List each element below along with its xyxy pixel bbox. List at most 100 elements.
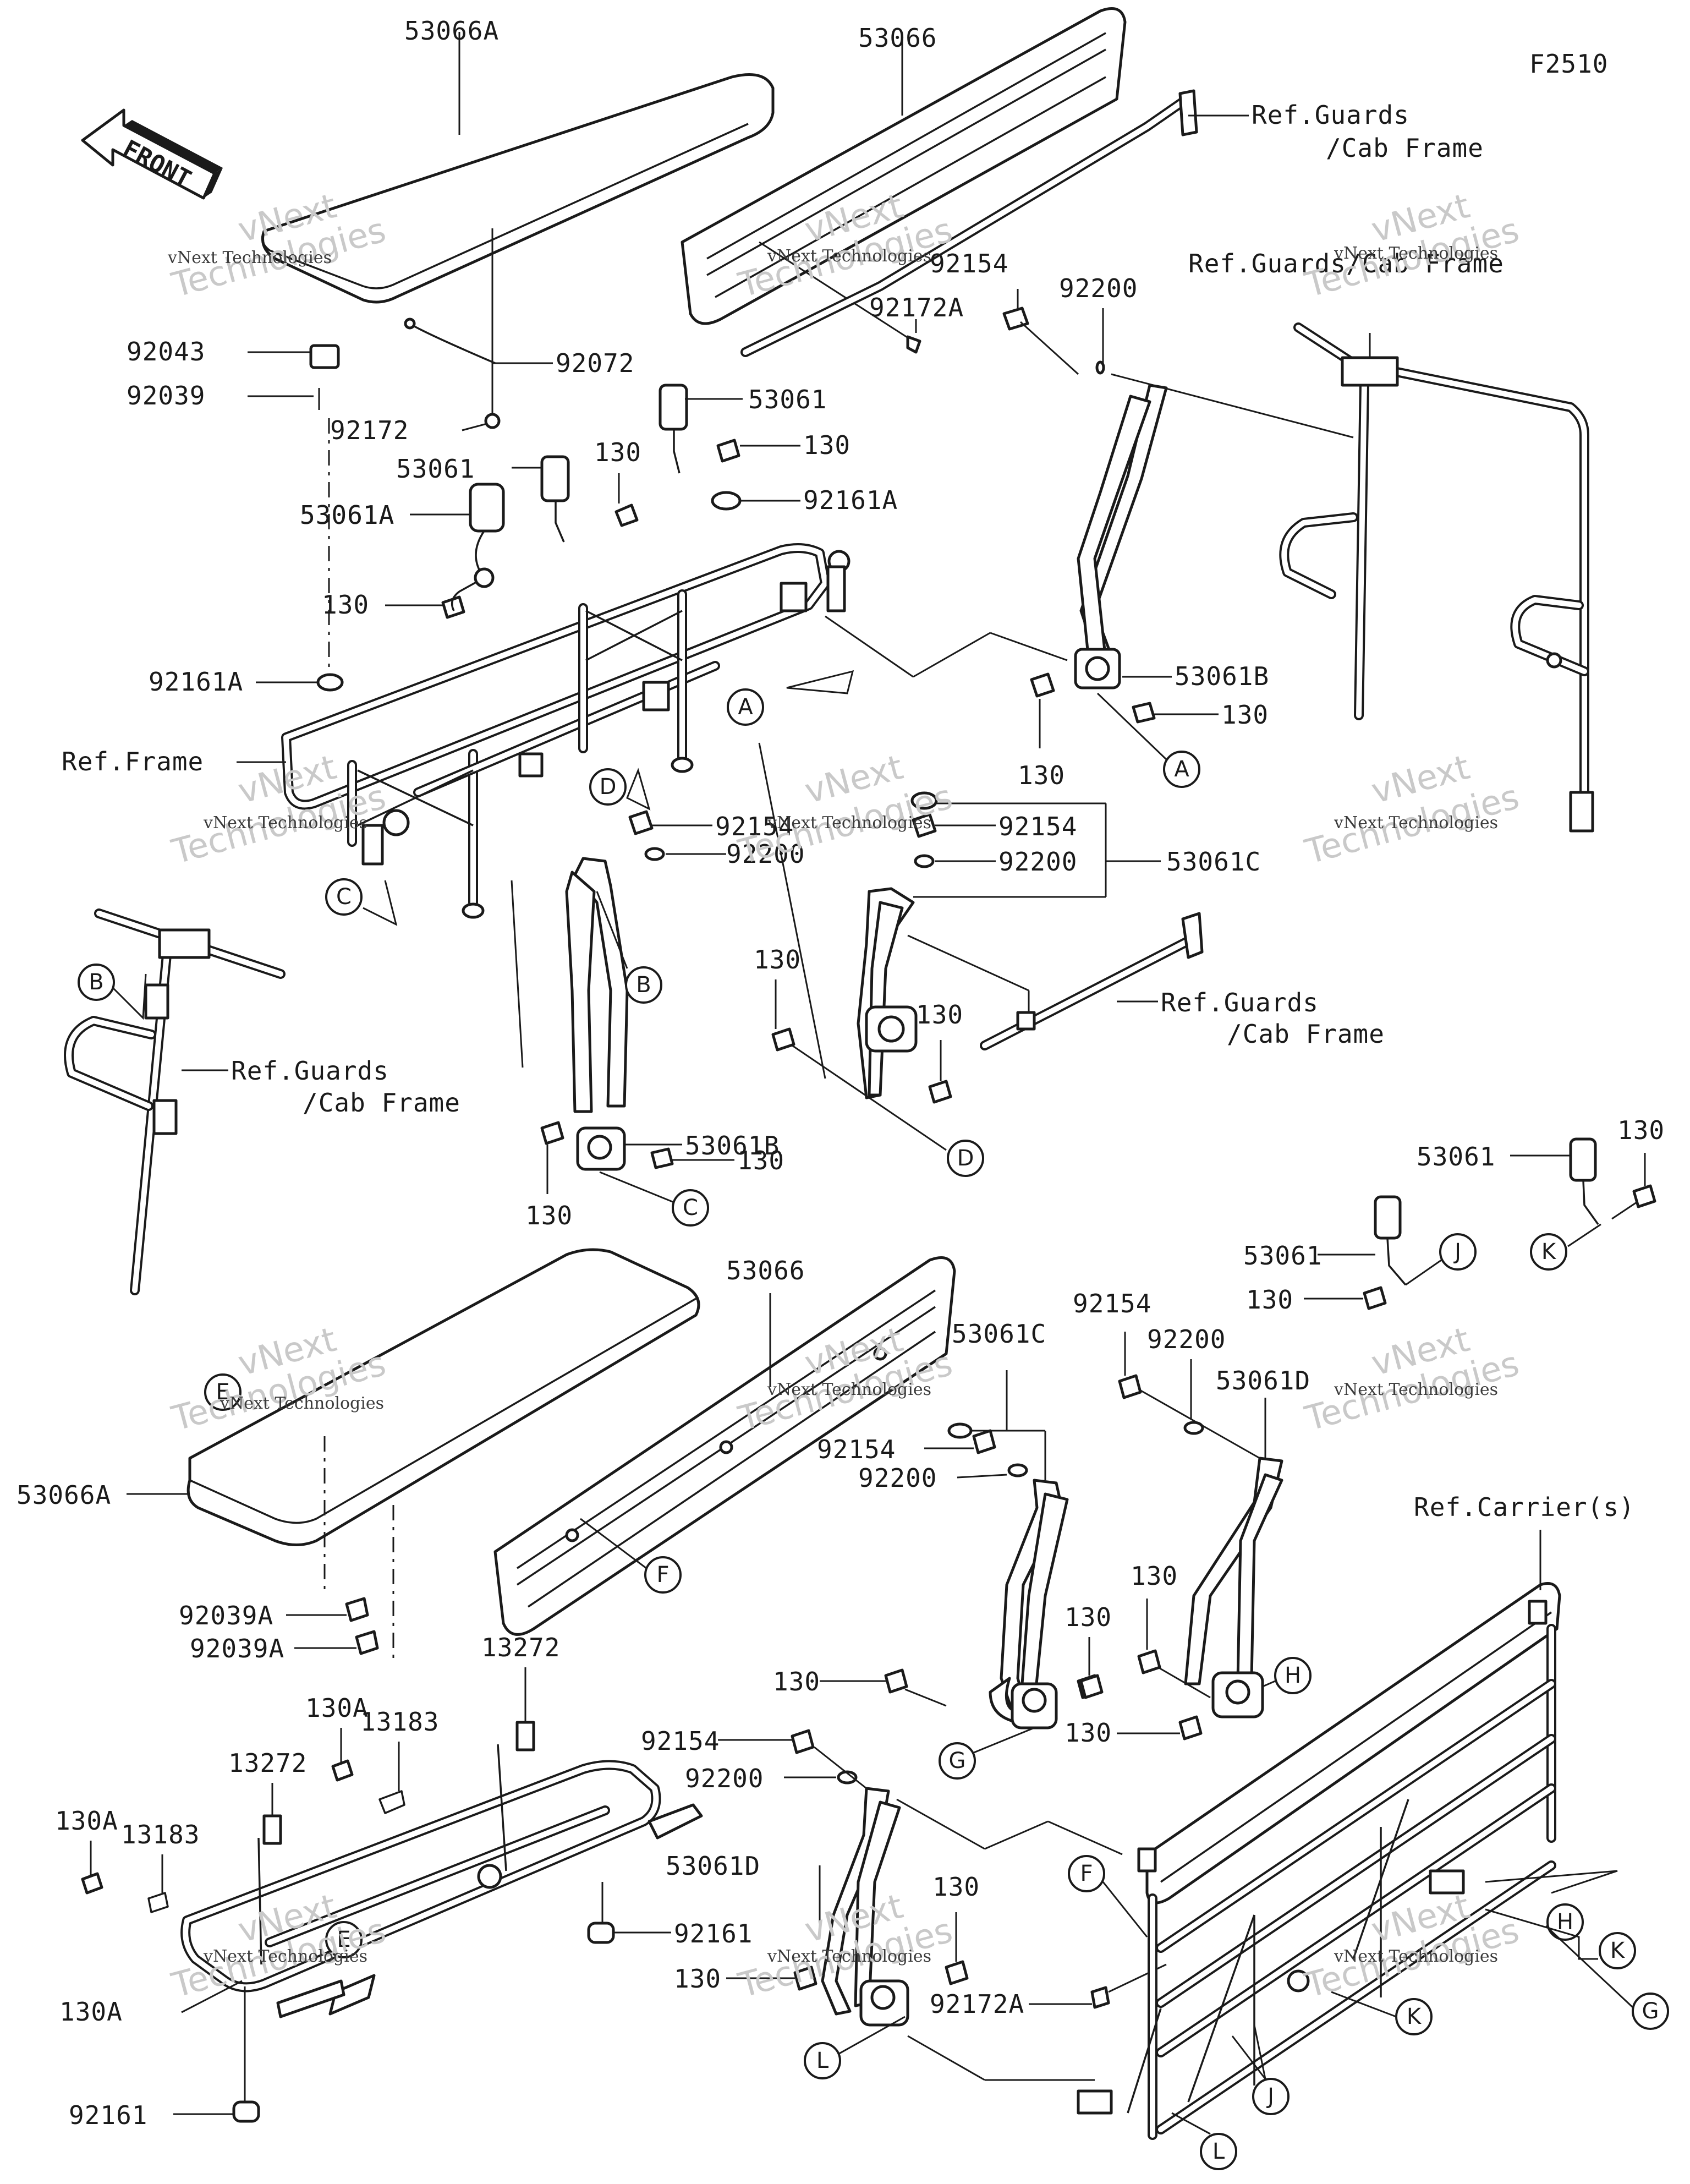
- svg-text:D: D: [600, 774, 617, 800]
- svg-text:92172A: 92172A: [869, 293, 964, 322]
- buckle-53061-right-1: [1569, 1137, 1599, 1225]
- figure-code: F2510: [1529, 49, 1608, 79]
- watermark: vNext Technologies vNext Technologies vN…: [167, 185, 1523, 2006]
- svg-text:vNext Technologies: vNext Technologies: [767, 1947, 931, 1966]
- svg-text:130: 130: [1246, 1285, 1293, 1315]
- svg-text:92154: 92154: [817, 1435, 896, 1464]
- svg-text:53066A: 53066A: [404, 16, 499, 46]
- seat-cushion-53066a-top: [261, 73, 775, 304]
- buckle-53061-top: [659, 384, 688, 474]
- svg-text:130: 130: [754, 945, 801, 975]
- seat-belt-53061d-lower: [821, 1787, 909, 2027]
- svg-text:130: 130: [1065, 1602, 1112, 1632]
- svg-text:F: F: [1080, 1861, 1093, 1886]
- svg-text:130: 130: [803, 430, 851, 460]
- svg-text:53066A: 53066A: [17, 1480, 111, 1510]
- svg-text:vNext Technologies: vNext Technologies: [1334, 813, 1498, 833]
- svg-text:130: 130: [737, 1146, 784, 1175]
- svg-text:92200: 92200: [1059, 273, 1138, 303]
- svg-text:130: 130: [1221, 700, 1269, 730]
- seat-belt-53061b-lower: [565, 857, 629, 1171]
- svg-text:92200: 92200: [858, 1463, 937, 1493]
- seat-cushion-53066a-bottom: [186, 1248, 700, 1546]
- svg-text:53061A: 53061A: [300, 500, 394, 530]
- front-arrow-icon: FRONT: [81, 108, 223, 200]
- svg-text:130: 130: [1617, 1115, 1665, 1145]
- svg-text:Ref.Guards/Cab Frame: Ref.Guards/Cab Frame: [1188, 249, 1504, 278]
- svg-text:C: C: [683, 1195, 698, 1220]
- svg-text:Ref.Guards: Ref.Guards: [231, 1056, 389, 1086]
- svg-text:vNext Technologies: vNext Technologies: [203, 813, 367, 833]
- seat-belt-53061d-upper: [1184, 1457, 1283, 1718]
- svg-text:K: K: [1541, 1239, 1557, 1265]
- svg-text:J: J: [1266, 2084, 1274, 2109]
- svg-text:vNext Technologies: vNext Technologies: [167, 248, 332, 267]
- svg-text:E: E: [216, 1380, 229, 1405]
- svg-text:C: C: [336, 884, 352, 910]
- seat-belt-53061c: [857, 887, 918, 1099]
- svg-text:130A: 130A: [55, 1806, 118, 1836]
- svg-text:92161A: 92161A: [803, 485, 898, 515]
- svg-text:53066: 53066: [858, 23, 937, 53]
- svg-text:53061D: 53061D: [666, 1851, 760, 1881]
- svg-text:H: H: [1285, 1663, 1301, 1688]
- svg-text:vNext Technologies: vNext Technologies: [1334, 1380, 1498, 1399]
- svg-text:53061C: 53061C: [1166, 847, 1261, 877]
- seat-frame-53007: [180, 1744, 703, 2018]
- svg-text:130: 130: [1018, 760, 1065, 790]
- cab-frame-top-right: [1279, 322, 1594, 833]
- svg-text:A: A: [1174, 757, 1189, 782]
- svg-text:13183: 13183: [121, 1820, 200, 1849]
- svg-text:K: K: [1407, 2004, 1422, 2029]
- svg-text:L: L: [1212, 2139, 1225, 2164]
- svg-text:130: 130: [674, 1964, 721, 1994]
- buckle-53061-second: [540, 455, 570, 543]
- svg-text:92039A: 92039A: [190, 1634, 284, 1663]
- svg-text:53061B: 53061B: [685, 1131, 780, 1161]
- svg-text:K: K: [1610, 1938, 1626, 1963]
- svg-text:92200: 92200: [685, 1764, 764, 1793]
- svg-text:130: 130: [594, 437, 641, 467]
- svg-text:F: F: [656, 1562, 669, 1588]
- svg-text:92154: 92154: [998, 812, 1077, 841]
- svg-text:92161: 92161: [674, 1919, 753, 1948]
- svg-text:53061: 53061: [396, 454, 475, 484]
- svg-text:92154: 92154: [1073, 1289, 1151, 1318]
- svg-text:53061D: 53061D: [1216, 1366, 1310, 1395]
- svg-text:92154: 92154: [930, 249, 1008, 278]
- svg-text:vNext Technologies: vNext Technologies: [767, 813, 931, 833]
- svg-text:92200: 92200: [1147, 1324, 1226, 1354]
- svg-text:53061: 53061: [1243, 1241, 1322, 1271]
- buckle-53061a: [451, 483, 505, 611]
- seat-frame-main: [281, 543, 851, 919]
- svg-text:D: D: [957, 1146, 974, 1171]
- svg-text:92154: 92154: [715, 812, 794, 841]
- buckle-53061-right-2: [1374, 1195, 1407, 1286]
- svg-text:92154: 92154: [641, 1726, 720, 1756]
- seat-belt-53061c-lower: [989, 1479, 1069, 1729]
- carrier-frame: [1077, 1582, 1561, 2140]
- svg-text:53061B: 53061B: [1175, 661, 1269, 691]
- svg-text:G: G: [1642, 1999, 1659, 2024]
- svg-text:Ref.Guards: Ref.Guards: [1252, 100, 1409, 130]
- svg-text:130: 130: [322, 590, 369, 620]
- svg-text:92039A: 92039A: [179, 1601, 273, 1630]
- svg-text:B: B: [89, 970, 103, 995]
- svg-text:/Cab Frame: /Cab Frame: [303, 1088, 460, 1118]
- svg-text:92161: 92161: [69, 2100, 147, 2130]
- svg-text:13183: 13183: [360, 1707, 439, 1737]
- svg-text:92172: 92172: [330, 415, 409, 445]
- svg-text:53061: 53061: [748, 385, 827, 414]
- svg-text:53061A: 53061A: [300, 500, 394, 530]
- svg-text:92072: 92072: [556, 348, 634, 378]
- svg-text:L: L: [816, 2048, 829, 2073]
- svg-text:Ref.Carrier(s): Ref.Carrier(s): [1414, 1492, 1635, 1522]
- seat-belt-53061b-right: [1074, 384, 1168, 689]
- svg-text:/Cab Frame: /Cab Frame: [1326, 133, 1484, 163]
- svg-text:13272: 13272: [481, 1633, 560, 1662]
- svg-text:53061C: 53061C: [952, 1319, 1046, 1349]
- svg-text:J: J: [1453, 1239, 1461, 1265]
- svg-text:vNext Technologies: vNext Technologies: [203, 1947, 367, 1966]
- svg-text:Ref.Guards: Ref.Guards: [1161, 988, 1319, 1017]
- svg-text:53066: 53066: [726, 1256, 805, 1285]
